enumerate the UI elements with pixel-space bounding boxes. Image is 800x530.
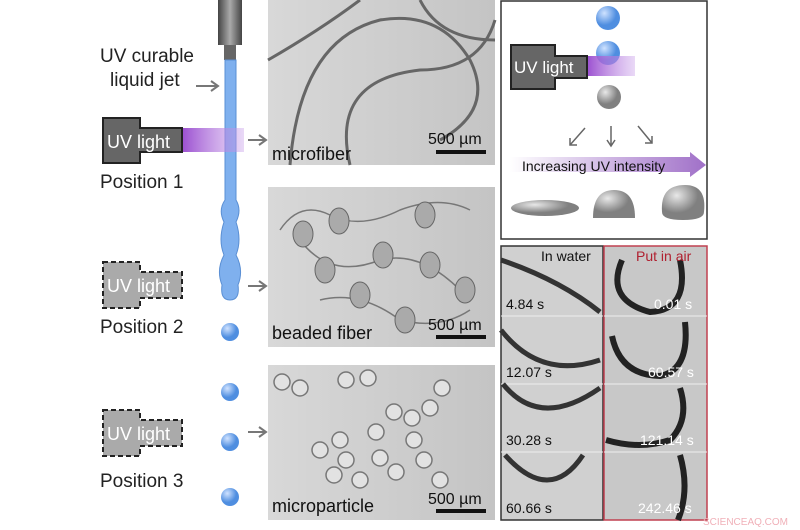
in-water-panel: In water 4.84 s 12.07 s 30.28 s 60.66 s — [499, 245, 604, 521]
time-label: 121.14 s — [640, 432, 694, 448]
scale-bar — [436, 335, 486, 339]
position-3-label: Position 3 — [100, 471, 183, 492]
uv-label: UV light — [107, 424, 170, 444]
position-1-label: Position 1 — [100, 172, 183, 193]
scale-bar — [436, 509, 486, 513]
scale-label: 500 µm — [428, 317, 482, 334]
time-label: 242.46 s — [638, 500, 692, 516]
uv-label: UV light — [514, 58, 574, 77]
in-water-title: In water — [541, 248, 591, 264]
panel-label: microfiber — [272, 144, 351, 164]
uv-light-position-2: UV light — [102, 261, 183, 309]
scale-bar — [436, 150, 486, 154]
position-2-label: Position 2 — [100, 317, 183, 338]
time-label: 4.84 s — [506, 296, 544, 312]
time-label: 30.28 s — [506, 432, 552, 448]
increasing-uv-label: Increasing UV intensity — [522, 158, 665, 174]
uv-light-position-3: UV light — [102, 409, 183, 457]
microfiber-panel: microfiber 500 µm — [267, 0, 497, 166]
uv-light-position-1: UV light — [102, 117, 244, 164]
time-label: 0.01 s — [654, 296, 692, 312]
jet-label-line1: UV curable — [100, 46, 194, 67]
scale-label: 500 µm — [428, 131, 482, 148]
time-label: 60.66 s — [506, 500, 552, 516]
put-in-air-panel: Put in air 0.01 s 60.57 s 121.14 s 242.4… — [603, 245, 708, 522]
jet-label-line2: liquid jet — [110, 70, 180, 91]
uv-intensity-panel: UV light Increasing UV intensity — [500, 0, 708, 240]
arrow-icons — [248, 134, 268, 438]
uv-label: UV light — [107, 132, 170, 152]
time-label: 12.07 s — [506, 364, 552, 380]
put-in-air-title: Put in air — [636, 248, 692, 264]
panel-label: beaded fiber — [272, 323, 372, 343]
watermark: SCIENCEAQ.COM — [703, 517, 788, 528]
uv-label: UV light — [107, 276, 170, 296]
arrow-icon — [196, 80, 220, 92]
time-label: 60.57 s — [648, 364, 694, 380]
scale-label: 500 µm — [428, 491, 482, 508]
panel-label: microparticle — [272, 496, 374, 516]
beaded-fiber-panel: beaded fiber 500 µm — [268, 187, 495, 347]
nozzle-and-jet — [218, 0, 242, 506]
microparticle-panel: microparticle 500 µm — [268, 365, 495, 520]
